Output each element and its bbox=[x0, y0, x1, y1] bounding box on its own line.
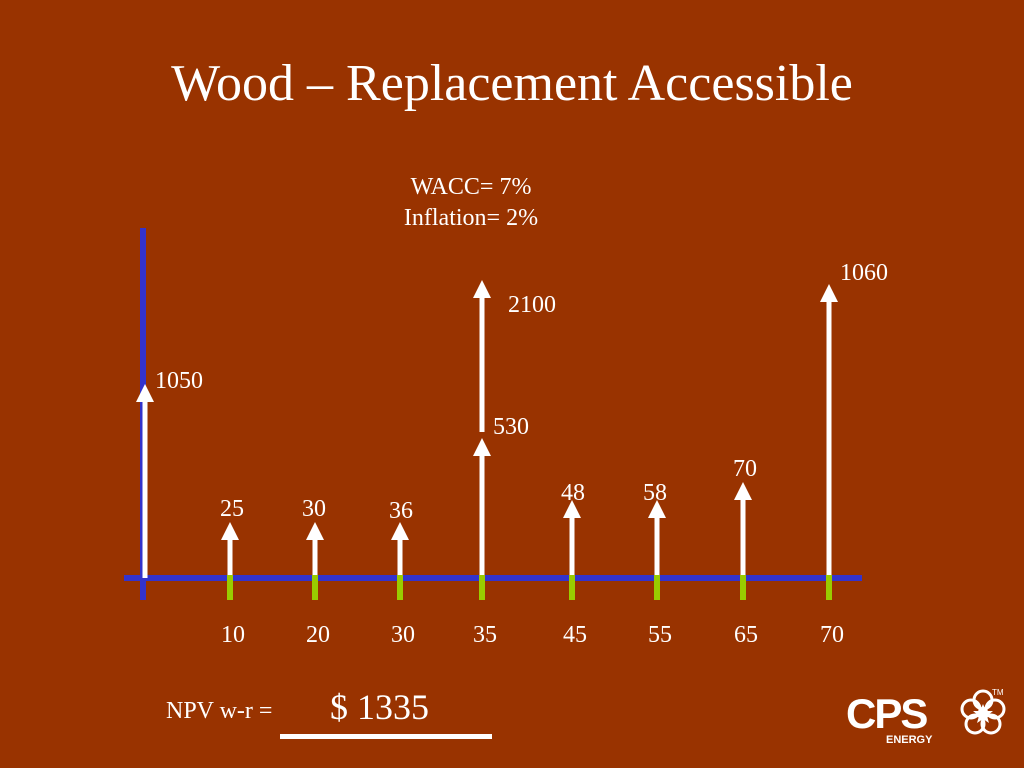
slide-title: Wood – Replacement Accessible bbox=[171, 55, 853, 112]
cash-flow-arrowhead bbox=[473, 438, 491, 456]
npv-underline bbox=[280, 734, 492, 739]
year-tick bbox=[740, 575, 746, 600]
year-label: 30 bbox=[391, 622, 415, 648]
year-label: 70 bbox=[820, 622, 844, 648]
cash-flow-value-label: 48 bbox=[561, 480, 585, 506]
year-tick bbox=[654, 575, 660, 600]
cps-energy-logo: CPS ENERGY TM bbox=[846, 688, 1008, 748]
cash-flow-arrowhead bbox=[391, 522, 409, 540]
logo-subtext: ENERGY bbox=[886, 734, 933, 746]
cash-flow-value-label: 25 bbox=[220, 496, 244, 522]
logo-tm: TM bbox=[992, 688, 1004, 697]
year-tick bbox=[569, 575, 575, 600]
cash-flow-value-label: 1060 bbox=[840, 260, 888, 286]
year-tick bbox=[397, 575, 403, 600]
cash-flow-arrowhead bbox=[734, 482, 752, 500]
cash-flows-group: 1050 10 25 20 30 30 36 35 530 2100 45 48 55 58 65 70 70 1… bbox=[136, 260, 888, 648]
cash-flow-value-label: 70 bbox=[733, 456, 757, 482]
cash-flow-value-label: 36 bbox=[389, 498, 413, 524]
year-label: 10 bbox=[221, 622, 245, 648]
year-tick bbox=[479, 575, 485, 600]
year-tick bbox=[826, 575, 832, 600]
year-tick bbox=[227, 575, 233, 600]
star-flower-icon bbox=[960, 689, 1006, 735]
cash-flow-value-label: 1050 bbox=[155, 368, 203, 394]
wacc-label: WACC= 7% bbox=[410, 174, 532, 200]
year-tick bbox=[312, 575, 318, 600]
replacement-value-label: 2100 bbox=[508, 292, 556, 318]
year-label: 20 bbox=[306, 622, 330, 648]
cash-flow-value-label: 58 bbox=[643, 480, 667, 506]
assumptions: WACC= 7% Inflation= 2% bbox=[331, 172, 611, 234]
logo-text: CPS bbox=[846, 690, 928, 737]
year-label: 35 bbox=[473, 622, 497, 648]
year-label: 65 bbox=[734, 622, 758, 648]
cash-flow-value-label: 530 bbox=[493, 414, 529, 440]
cash-flow-arrowhead bbox=[820, 284, 838, 302]
year-label: 45 bbox=[563, 622, 587, 648]
inflation-label: Inflation= 2% bbox=[403, 205, 539, 231]
replacement-arrowhead bbox=[473, 280, 491, 298]
npv-value: $ 1335 bbox=[330, 687, 429, 727]
npv-label: NPV w-r = bbox=[166, 698, 273, 724]
cash-flow-value-label: 30 bbox=[302, 496, 326, 522]
cash-flow-arrowhead bbox=[136, 384, 154, 402]
cash-flow-arrowhead bbox=[648, 500, 666, 518]
year-label: 55 bbox=[648, 622, 672, 648]
cash-flow-arrowhead bbox=[306, 522, 324, 540]
cash-flow-arrowhead bbox=[221, 522, 239, 540]
cash-flow-arrowhead bbox=[563, 500, 581, 518]
